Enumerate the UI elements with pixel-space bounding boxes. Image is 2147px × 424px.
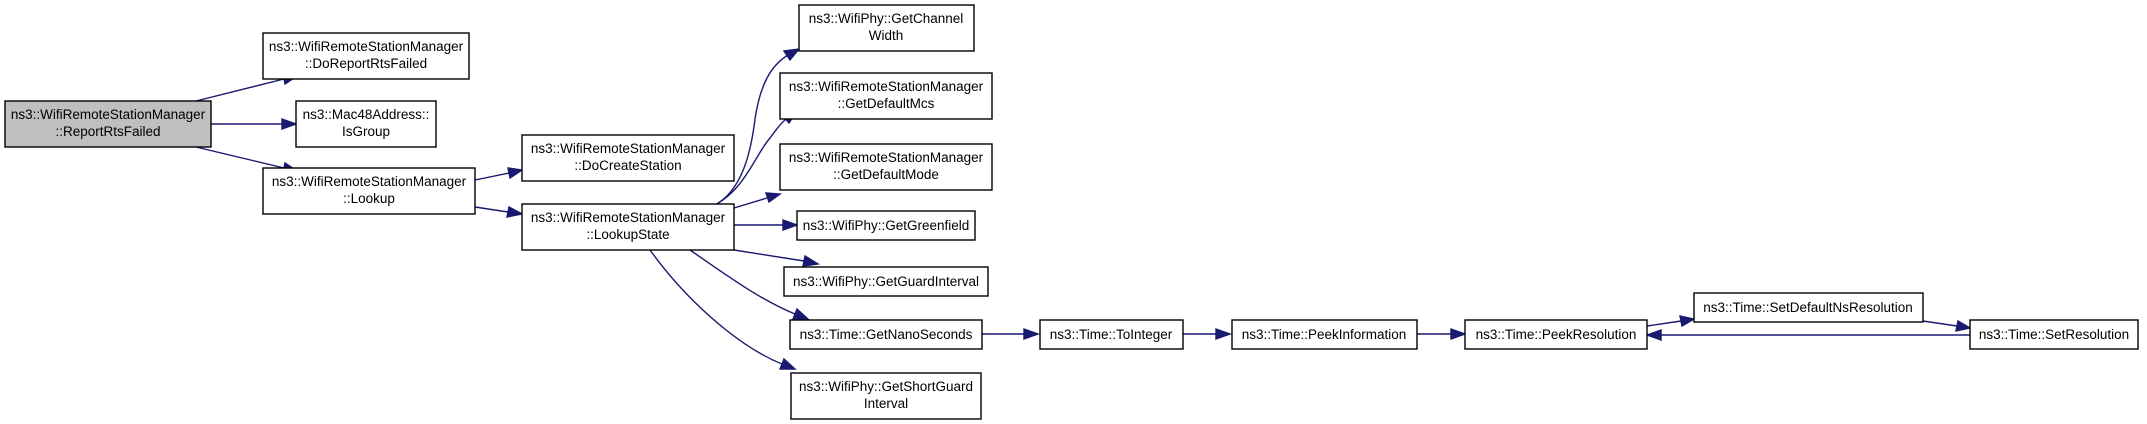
node-label: ns3::Time::PeekInformation: [1242, 327, 1407, 342]
node-get-short-guard-interval[interactable]: ns3::WifiPhy::GetShortGuard Interval: [790, 372, 982, 420]
edge-lookupstate-getgreenfield: [734, 219, 800, 231]
node-label: ns3::Time::GetNanoSeconds: [800, 327, 973, 342]
node-do-report-rts-failed[interactable]: ns3::WifiRemoteStationManager ::DoReport…: [262, 32, 470, 80]
edge-setresolution-peekresolution: [1644, 329, 1970, 341]
node-do-create-station[interactable]: ns3::WifiRemoteStationManager ::DoCreate…: [521, 134, 735, 182]
node-label: ns3::WifiPhy::GetShortGuard: [799, 379, 973, 394]
edge-peekresolution-setdefaultnsresolution: [1646, 315, 1696, 328]
edge-peekinformation-peekresolution: [1417, 328, 1468, 340]
node-to-integer[interactable]: ns3::Time::ToInteger: [1039, 319, 1184, 350]
node-get-guard-interval[interactable]: ns3::WifiPhy::GetGuardInterval: [783, 266, 989, 297]
edge-setdefaultnsresolution-setresolution: [1922, 319, 1972, 332]
node-label: IsGroup: [342, 124, 390, 139]
edge-lookup-docreatestation: [474, 167, 524, 181]
node-peek-information[interactable]: ns3::Time::PeekInformation: [1231, 319, 1418, 350]
node-lookup[interactable]: ns3::WifiRemoteStationManager ::Lookup: [262, 167, 476, 215]
node-label: ns3::Mac48Address::: [303, 107, 430, 122]
node-set-default-ns-resolution[interactable]: ns3::Time::SetDefaultNsResolution: [1693, 292, 1924, 323]
node-label: ns3::WifiRemoteStationManager: [272, 174, 467, 189]
node-get-default-mode[interactable]: ns3::WifiRemoteStationManager ::GetDefau…: [779, 143, 993, 191]
node-label: ::GetDefaultMode: [833, 167, 939, 182]
node-is-group[interactable]: ns3::Mac48Address:: IsGroup: [295, 100, 437, 148]
node-label: ns3::Time::PeekResolution: [1476, 327, 1637, 342]
node-label: ns3::WifiRemoteStationManager: [789, 150, 984, 165]
node-set-resolution[interactable]: ns3::Time::SetResolution: [1969, 319, 2139, 350]
node-label: ns3::Time::ToInteger: [1050, 327, 1173, 342]
node-label: Width: [869, 28, 904, 43]
node-lookup-state[interactable]: ns3::WifiRemoteStationManager ::LookupSt…: [521, 203, 735, 251]
node-get-default-mcs[interactable]: ns3::WifiRemoteStationManager ::GetDefau…: [779, 72, 993, 120]
node-label: ns3::WifiPhy::GetChannel: [809, 11, 964, 26]
node-report-rts-failed[interactable]: ns3::WifiRemoteStationManager ::ReportRt…: [4, 100, 212, 148]
node-label: ns3::WifiRemoteStationManager: [269, 39, 464, 54]
edge-lookupstate-getnanoseconds: [689, 249, 810, 320]
node-label: ns3::WifiRemoteStationManager: [531, 141, 726, 156]
node-label: ns3::Time::SetResolution: [1979, 327, 2129, 342]
edge-reportrtsfailed-isgroup: [211, 118, 299, 130]
node-peek-resolution[interactable]: ns3::Time::PeekResolution: [1464, 319, 1648, 350]
node-label: ns3::WifiRemoteStationManager: [789, 79, 984, 94]
node-label: ns3::WifiPhy::GetGreenfield: [803, 218, 970, 233]
node-label: ::LookupState: [586, 227, 669, 242]
node-get-nano-seconds[interactable]: ns3::Time::GetNanoSeconds: [789, 319, 983, 350]
node-get-greenfield[interactable]: ns3::WifiPhy::GetGreenfield: [796, 210, 976, 241]
edge-lookupstate-getchannelwidth: [712, 48, 801, 207]
node-label: ns3::Time::SetDefaultNsResolution: [1703, 300, 1913, 315]
node-label: ns3::WifiPhy::GetGuardInterval: [793, 274, 979, 289]
node-label: ::DoCreateStation: [574, 158, 681, 173]
edge-lookupstate-getdefaultmode: [733, 192, 782, 209]
edge-tointeger-peekinformation: [1183, 328, 1233, 340]
node-label: Interval: [864, 396, 908, 411]
edge-lookup-lookupstate: [474, 205, 525, 218]
edge-getnanoseconds-tointeger: [982, 328, 1041, 340]
edge-lookupstate-getguardinterval: [733, 249, 821, 267]
node-label: ::ReportRtsFailed: [55, 124, 160, 139]
node-label: ::DoReportRtsFailed: [305, 56, 427, 71]
edge-lookupstate-getshortguardinterval: [649, 249, 797, 370]
node-label: ::GetDefaultMcs: [838, 96, 935, 111]
node-get-channel-width[interactable]: ns3::WifiPhy::GetChannel Width: [798, 4, 975, 52]
node-label: ns3::WifiRemoteStationManager: [531, 210, 726, 225]
node-label: ns3::WifiRemoteStationManager: [11, 107, 206, 122]
node-label: ::Lookup: [343, 191, 395, 206]
